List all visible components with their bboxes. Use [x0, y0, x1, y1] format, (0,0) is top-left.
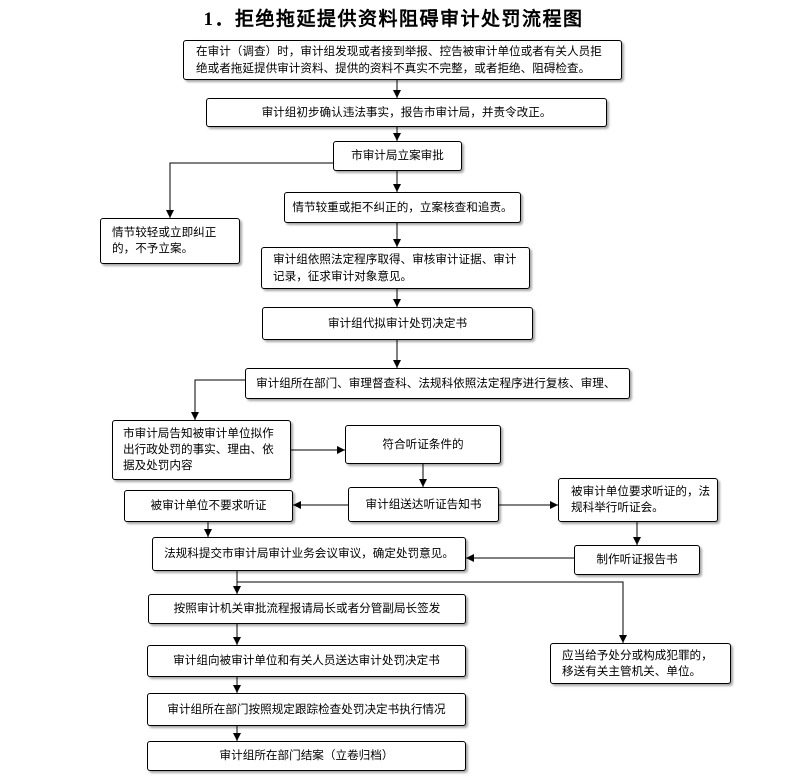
- node-deliver-decision-text: 审计组向被审计单位和有关人员送达审计处罚决定书: [173, 654, 440, 667]
- node-evidence-line-1: 审计组依照法定程序取得、审核审计证据、审计: [273, 253, 517, 266]
- arrow-review-to-notify: [191, 379, 245, 420]
- node-case-approval: 市审计局立案审批: [333, 141, 462, 171]
- node-notify-line-2: 出行政处罚的事实、理由、依: [123, 443, 274, 456]
- node-minor-case-line-2: 的，不予立案。: [112, 242, 194, 255]
- node-serious-case-text: 情节较重或拒不纠正的，立案核查和追责。: [292, 200, 513, 214]
- node-evidence-line-2: 记录，征求审计对象意见。: [273, 270, 413, 283]
- node-transfer: 应当给予处分或构成犯罪的， 移送有关主管机关、单位。: [550, 643, 731, 684]
- node-hearing-requested: 被审计单位要求听证的，法 规科举行听证会。: [558, 478, 718, 522]
- node-discovery: 在审计（调查）时，审计组发现或者接到举报、控告被审计单位或者有关人员拒 绝或者拖…: [183, 40, 622, 80]
- node-business-meeting-text: 法规科提交市审计局审计业务会议审议，确定处罚意见。: [164, 547, 454, 560]
- node-notify: 市审计局告知被审计单位拟作 出行政处罚的事实、理由、依 据及处罚内容: [112, 420, 291, 480]
- node-hearing-eligible-text: 符合听证条件的: [382, 437, 464, 451]
- node-no-hearing: 被审计单位不要求听证: [124, 490, 293, 522]
- node-close-case: 审计组所在部门结案（立卷归档）: [147, 741, 466, 771]
- node-business-meeting: 法规科提交市审计局审计业务会议审议，确定处罚意见。: [152, 537, 466, 571]
- node-transfer-line-1: 应当给予处分或构成犯罪的，: [562, 648, 713, 662]
- node-discovery-line-1: 在审计（调查）时，审计组发现或者接到举报、控告被审计单位或者有关人员拒: [196, 45, 602, 58]
- node-notify-line-1: 市审计局告知被审计单位拟作: [123, 427, 274, 440]
- node-minor-case-line-1: 情节较轻或立即纠正: [112, 226, 217, 239]
- node-deliver-decision: 审计组向被审计单位和有关人员送达审计处罚决定书: [147, 645, 466, 677]
- node-serious-case: 情节较重或拒不纠正的，立案核查和追责。: [284, 192, 521, 223]
- node-follow-up: 审计组所在部门按照规定跟踪检查处罚决定书执行情况: [147, 693, 466, 726]
- node-follow-up-text: 审计组所在部门按照规定跟踪检查处罚决定书执行情况: [167, 702, 446, 716]
- node-review: 审计组所在部门、审理督查科、法规科依照法定程序进行复核、审理、: [245, 368, 630, 399]
- node-draft-decision-text: 审计组代拟审计处罚决定书: [327, 316, 468, 330]
- node-review-text: 审计组所在部门、审理督查科、法规科依照法定程序进行复核、审理、: [256, 376, 616, 390]
- node-evidence: 审计组依照法定程序取得、审核审计证据、审计 记录，征求审计对象意见。: [261, 247, 530, 289]
- node-discovery-line-2: 绝或者拖延提供审计资料、提供的资料不真实不完整，或者拒绝、阻碍检查。: [196, 62, 591, 75]
- node-close-case-text: 审计组所在部门结案（立卷归档）: [219, 749, 394, 762]
- node-hearing-report-text: 制作听证报告书: [596, 553, 678, 566]
- node-no-hearing-text: 被审计单位不要求听证: [150, 499, 267, 512]
- node-hearing-eligible: 符合听证条件的: [345, 425, 501, 464]
- node-notify-line-3: 据及处罚内容: [123, 459, 193, 472]
- node-case-approval-text: 市审计局立案审批: [351, 149, 444, 162]
- node-hearing-notice-text: 审计组送达听证告知书: [365, 497, 482, 511]
- node-preliminary-confirm: 审计组初步确认违法事实，报告市审计局，并责令改正。: [206, 98, 607, 127]
- node-draft-decision: 审计组代拟审计处罚决定书: [262, 307, 533, 340]
- page-title: 1．拒绝拖延提供资料阻碍审计处罚流程图: [203, 9, 584, 30]
- node-hearing-notice: 审计组送达听证告知书: [348, 487, 499, 522]
- node-hearing-requested-line-2: 规科举行听证会。: [571, 501, 664, 514]
- node-preliminary-confirm-text: 审计组初步确认违法事实，报告市审计局，并责令改正。: [261, 105, 552, 119]
- node-sign-off-text: 按照审计机关审批流程报请局长或者分管副局长签发: [173, 602, 441, 615]
- node-minor-case: 情节较轻或立即纠正 的，不予立案。: [100, 218, 240, 264]
- node-sign-off: 按照审计机关审批流程报请局长或者分管副局长签发: [148, 594, 466, 624]
- node-hearing-report: 制作听证报告书: [574, 545, 700, 575]
- node-hearing-requested-line-1: 被审计单位要求听证的，法: [571, 485, 711, 498]
- node-transfer-line-2: 移送有关主管机关、单位。: [562, 664, 702, 678]
